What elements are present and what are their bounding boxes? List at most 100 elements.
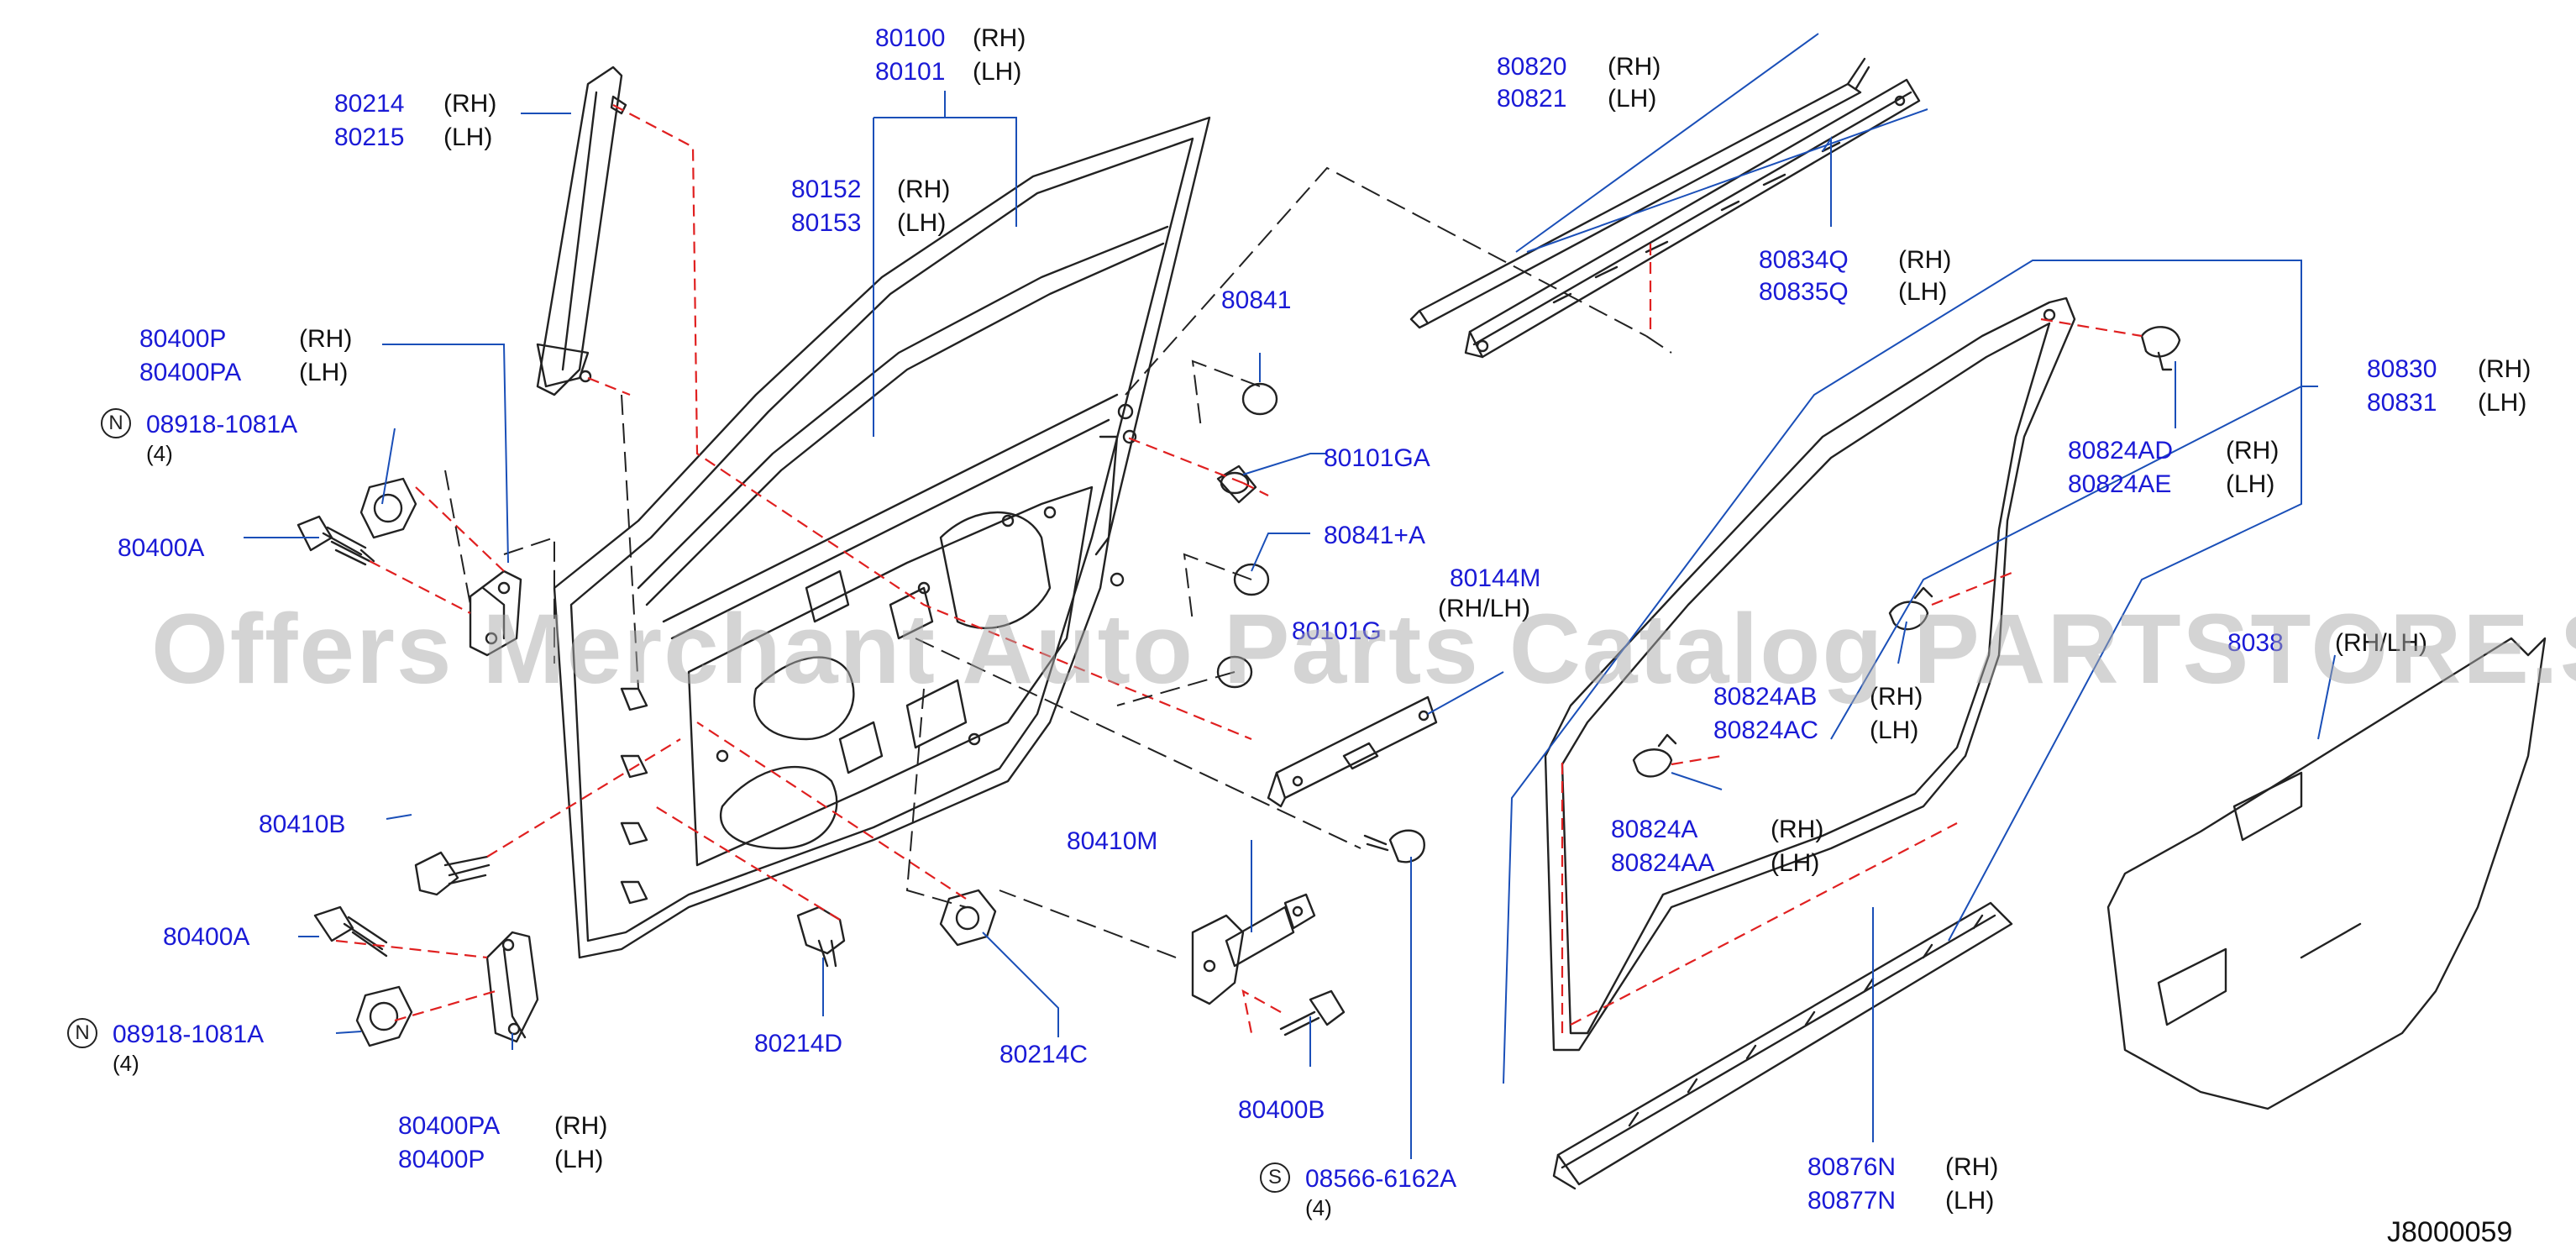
part-80400p[interactable]: 80400P [139, 325, 227, 353]
part-80101[interactable]: 80101 [875, 58, 946, 86]
part-08566[interactable]: 08566-6162A [1305, 1165, 1457, 1193]
side-80876n: (RH) [1945, 1153, 1999, 1181]
side-80824ab: (RH) [1870, 683, 1923, 711]
nut-08918-upper [359, 477, 417, 539]
part-80101ga[interactable]: 80101GA [1324, 444, 1430, 472]
side-80831: (LH) [2478, 389, 2527, 417]
part-80153[interactable]: 80153 [791, 209, 862, 237]
side-80400p: (RH) [299, 325, 353, 353]
side-8038x: (RH/LH) [2335, 629, 2427, 657]
side-80153: (LH) [897, 209, 947, 237]
nut-badge-n-upper: N [101, 408, 131, 438]
door-trim-panel [2106, 637, 2547, 1110]
part-80144m[interactable]: 80144M [1450, 564, 1541, 592]
part-80400p-lower[interactable]: 80400P [398, 1146, 485, 1173]
side-80834q: (RH) [1898, 246, 1952, 274]
side-80400pa-lower: (RH) [554, 1112, 608, 1140]
part-80821[interactable]: 80821 [1497, 85, 1567, 113]
bracket-80144m [1267, 695, 1438, 808]
side-80877n: (LH) [1945, 1187, 1995, 1215]
clip-80824ad [2140, 326, 2181, 371]
side-80824a: (RH) [1771, 816, 1824, 843]
part-08918-upper[interactable]: 08918-1081A [146, 411, 298, 438]
diagram-reference: J8000059 [2387, 1216, 2513, 1248]
part-80831[interactable]: 80831 [2367, 389, 2437, 417]
part-80841[interactable]: 80841 [1221, 286, 1292, 314]
sash-trim-80214 [536, 66, 627, 396]
upper-door-hinge [469, 569, 522, 657]
plug-80841a [1233, 563, 1270, 596]
side-80820: (RH) [1608, 53, 1661, 81]
part-80214c[interactable]: 80214C [999, 1041, 1089, 1068]
side-80824ac: (LH) [1870, 716, 1919, 744]
weatherstrip-80834q [1464, 78, 1921, 359]
clip-80824a [1632, 733, 1677, 778]
side-80400p-lower: (LH) [554, 1146, 604, 1173]
grommet-80101g [1216, 655, 1253, 689]
qty-08566: (4) [1305, 1195, 1332, 1220]
part-80824ae[interactable]: 80824AE [2068, 470, 2172, 498]
side-80824aa: (LH) [1771, 849, 1820, 877]
part-80400a-lower[interactable]: 80400A [163, 923, 250, 951]
part-80101g[interactable]: 80101G [1292, 617, 1382, 645]
clip-80824ab [1888, 586, 1933, 631]
bolt-80410b [414, 851, 491, 896]
part-80400b[interactable]: 80400B [1238, 1096, 1325, 1124]
part-80410m[interactable]: 80410M [1067, 827, 1158, 855]
bolt-80214d [796, 905, 846, 968]
part-80824ac[interactable]: 80824AC [1713, 716, 1819, 744]
side-80830: (RH) [2478, 355, 2531, 383]
bolt-80400a-lower [313, 905, 388, 958]
side-80101: (LH) [973, 58, 1022, 86]
part-80841a[interactable]: 80841+A [1324, 522, 1425, 549]
part-80820[interactable]: 80820 [1497, 53, 1567, 81]
part-80215[interactable]: 80215 [334, 123, 405, 151]
side-80144m: (RH/LH) [1438, 595, 1530, 622]
side-80152: (RH) [897, 176, 951, 203]
side-80100: (RH) [973, 24, 1026, 52]
belt-moulding-80820 [1409, 57, 1870, 329]
door-weatherstrip-80830 [1544, 297, 2076, 1052]
side-80824ae: (LH) [2226, 470, 2275, 498]
side-80215: (LH) [443, 123, 493, 151]
door-check-80410m [1191, 893, 1316, 1005]
side-80824ad: (RH) [2226, 437, 2280, 464]
side-80835q: (LH) [1898, 278, 1948, 306]
bolt-80400a-upper [296, 515, 375, 566]
part-8038x[interactable]: 8038 [2227, 629, 2284, 657]
sill-moulding-80876n [1552, 901, 2013, 1190]
side-80821: (LH) [1608, 85, 1657, 113]
part-80834q[interactable]: 80834Q [1759, 246, 1849, 274]
part-80835q[interactable]: 80835Q [1759, 278, 1849, 306]
side-80400pa: (LH) [299, 359, 349, 386]
nut-08918-lower [355, 985, 413, 1047]
part-80152[interactable]: 80152 [791, 176, 862, 203]
part-80400pa[interactable]: 80400PA [139, 359, 242, 386]
part-08918-lower[interactable]: 08918-1081A [113, 1021, 265, 1048]
part-80400a-upper[interactable]: 80400A [118, 534, 205, 562]
part-80830[interactable]: 80830 [2367, 355, 2437, 383]
qty-08918-upper: (4) [146, 441, 173, 466]
qty-08918-lower: (4) [113, 1051, 139, 1076]
part-80100[interactable]: 80100 [875, 24, 946, 52]
side-80214: (RH) [443, 90, 497, 118]
part-80410b[interactable]: 80410B [259, 811, 346, 838]
part-80876n[interactable]: 80876N [1807, 1153, 1897, 1181]
part-80400pa-lower[interactable]: 80400PA [398, 1112, 501, 1140]
part-80824aa[interactable]: 80824AA [1611, 849, 1715, 877]
screw-08566 [1363, 829, 1425, 863]
part-80824ab[interactable]: 80824AB [1713, 683, 1818, 711]
part-80877n[interactable]: 80877N [1807, 1187, 1897, 1215]
part-80214d[interactable]: 80214D [754, 1030, 843, 1057]
screw-badge-s: S [1260, 1162, 1290, 1193]
grommet-80101ga [1216, 464, 1257, 504]
lower-door-hinge [485, 931, 539, 1043]
part-80824ad[interactable]: 80824AD [2068, 437, 2174, 464]
part-80214[interactable]: 80214 [334, 90, 405, 118]
nut-badge-n-lower: N [67, 1018, 97, 1048]
bolt-80400b [1279, 989, 1346, 1036]
part-80824a[interactable]: 80824A [1611, 816, 1698, 843]
plug-80841 [1241, 382, 1278, 416]
front-door-shell [553, 116, 1211, 959]
